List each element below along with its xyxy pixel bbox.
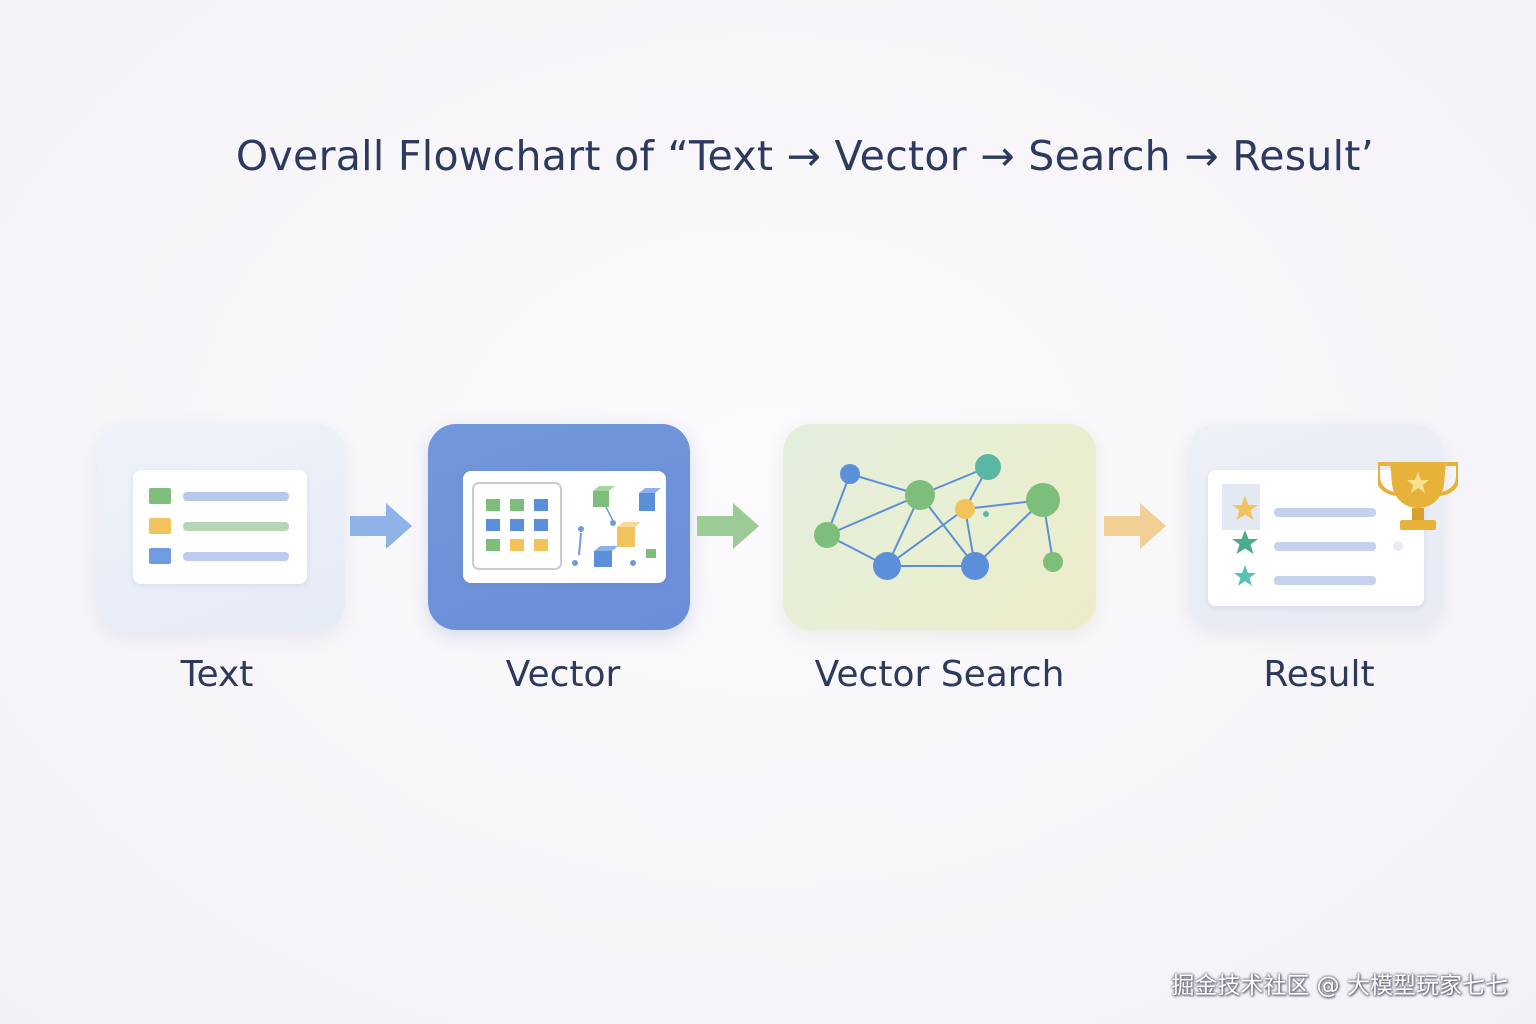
embedding-grid-icon [472,482,661,570]
result-line [1274,576,1376,585]
list-line [183,522,289,531]
ranked-results-icon [1222,484,1403,586]
graph-node [840,464,860,484]
vector-step-box [428,424,690,630]
document-list-icon [149,488,289,564]
list-line [183,492,289,501]
graph-node [983,511,989,517]
step-label-vector: Vector [505,654,621,695]
vector-graph-icon [814,454,1063,580]
vector-embedding-card [463,471,666,583]
watermark-text: 掘金技术社区 @ 大模型玩家七七 [1171,973,1508,999]
star-icon [1234,565,1256,586]
text-step-box [97,424,345,632]
list-bullet-yellow [149,518,171,534]
step-label-result: Result [1263,654,1375,695]
result-line [1274,508,1376,517]
star-icon [1232,530,1258,554]
vector-search-step-box [783,424,1096,630]
arrow-right-icon [697,503,759,549]
step-label-vector-search: Vector Search [814,654,1065,695]
graph-node [975,454,1001,480]
graph-node [1026,483,1060,517]
result-line [1274,542,1376,551]
text-document-card [133,470,307,584]
graph-node [1043,552,1063,572]
graph-node [873,552,901,580]
graph-node [814,522,840,548]
list-line [183,552,289,561]
trophy-icon [1378,462,1458,530]
vector-cubes [572,486,661,567]
graph-node [905,480,935,510]
arrow-right-icon [1104,503,1166,549]
arrow-right-icon [350,503,412,549]
star-icon [1232,496,1258,520]
list-bullet-green [149,488,171,504]
step-label-text: Text [180,654,254,695]
graph-node [961,552,989,580]
list-bullet-blue [149,548,171,564]
grid-frame [472,482,562,570]
result-step-box [1188,424,1458,628]
page-title: Overall Flowchart of “Text → Vector → Se… [235,132,1375,180]
graph-node-query [955,499,975,519]
